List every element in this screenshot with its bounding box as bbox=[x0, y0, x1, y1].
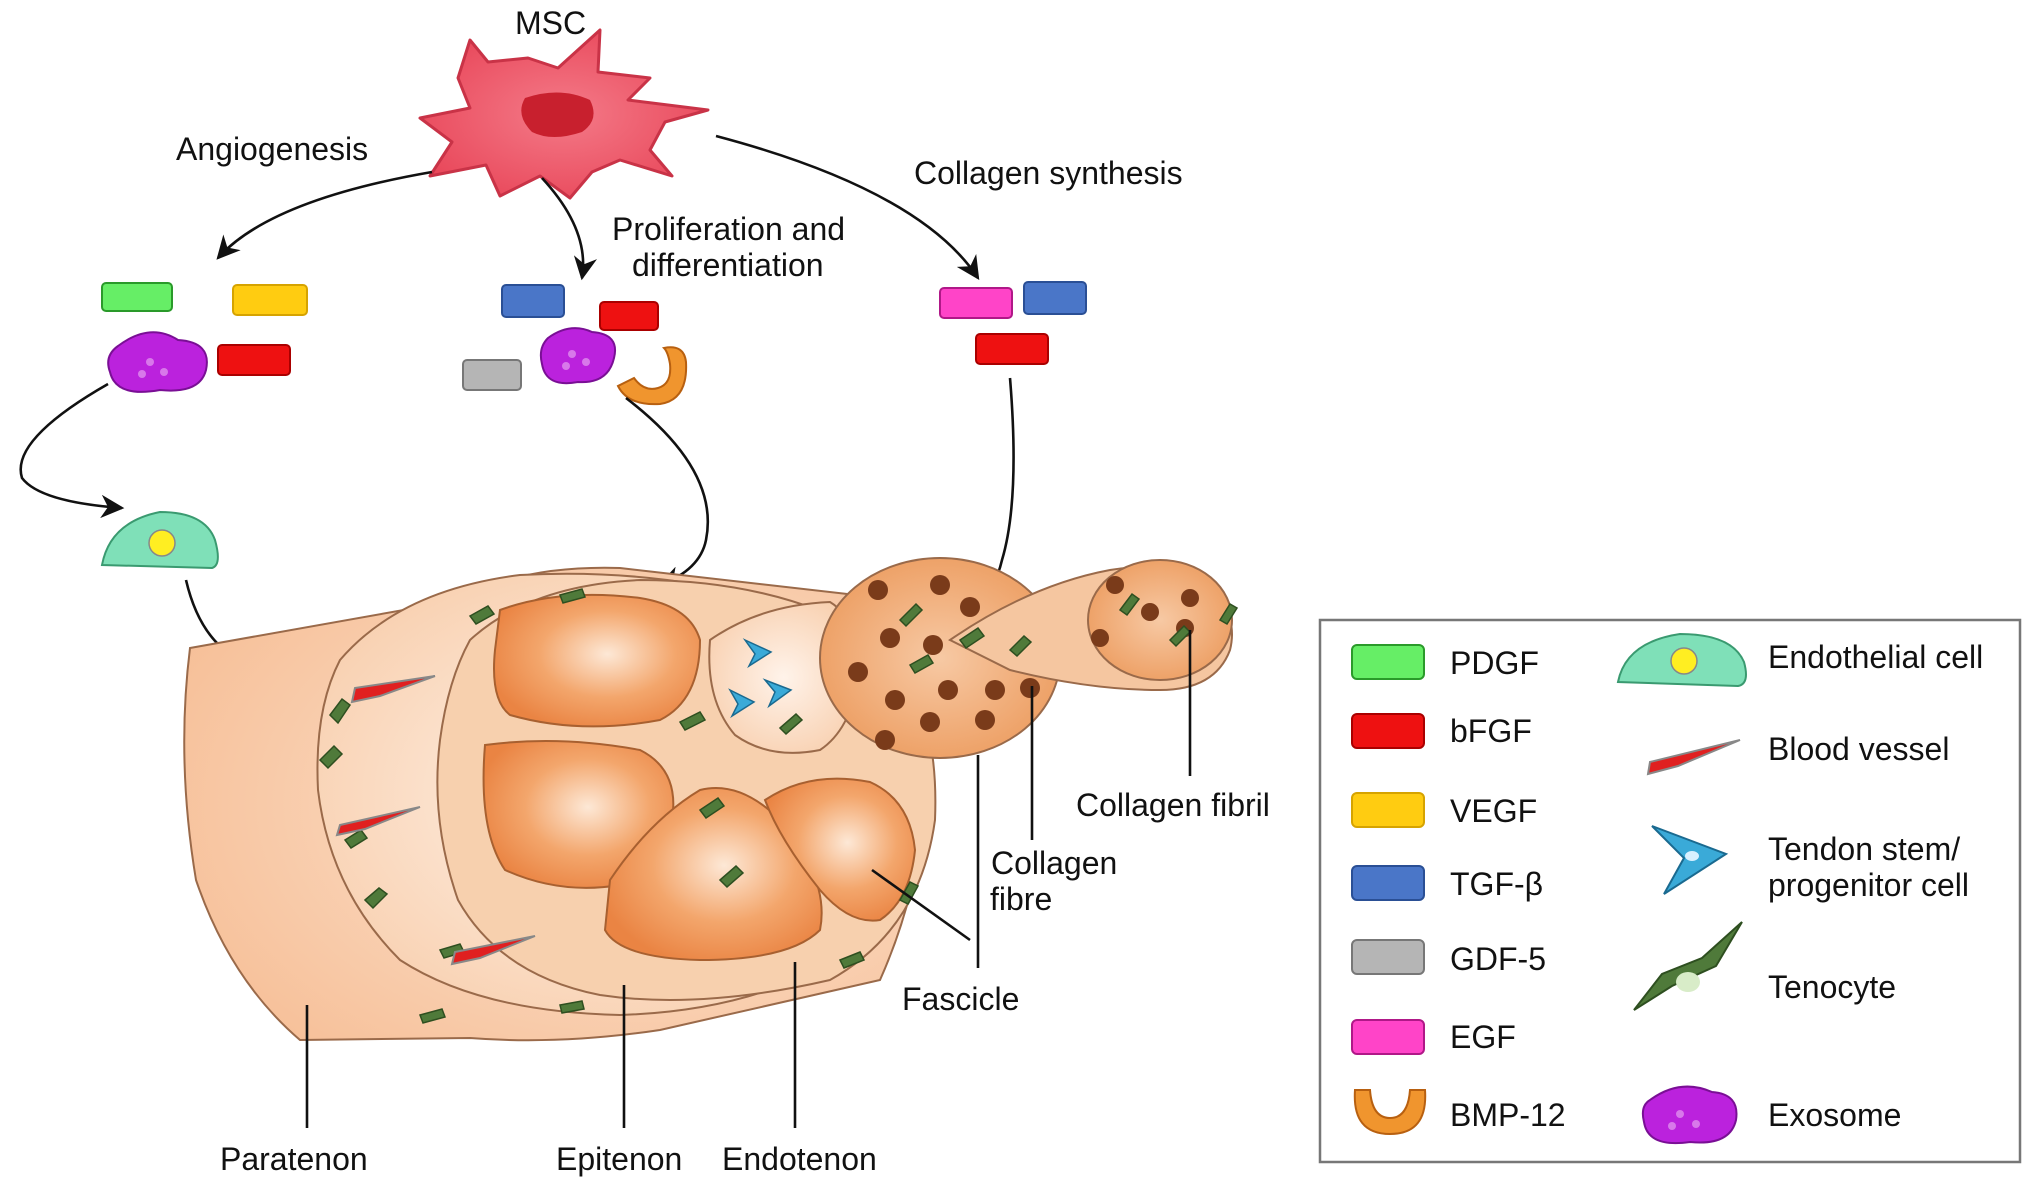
collagen-fibre-label-line2: fibre bbox=[990, 881, 1052, 917]
legend-egf-swatch bbox=[1351, 1019, 1425, 1055]
tgf-beta-icon bbox=[1023, 281, 1087, 315]
endothelial-cell bbox=[100, 510, 219, 570]
legend-egf-label: EGF bbox=[1450, 1019, 1516, 1055]
legend-tendon-stem-label-line2: progenitor cell bbox=[1768, 867, 1969, 903]
collagen-fibril-label: Collagen fibril bbox=[1076, 787, 1270, 823]
tenocyte-icon bbox=[1633, 921, 1743, 1011]
proliferation-label-line2: differentiation bbox=[632, 247, 824, 283]
paratenon-label: Paratenon bbox=[220, 1141, 368, 1177]
legend-tgf-beta-swatch bbox=[1351, 865, 1425, 901]
exosome-icon bbox=[539, 327, 616, 385]
legend-gdf5-label: GDF-5 bbox=[1450, 941, 1546, 977]
vegf-icon bbox=[232, 284, 308, 316]
msc-cell bbox=[418, 28, 710, 200]
fascicle-pointer-branch bbox=[871, 868, 971, 942]
exosome-icon bbox=[107, 331, 208, 393]
blood-vessel-icon bbox=[1646, 739, 1741, 776]
legend-pdgf-swatch bbox=[1351, 644, 1425, 680]
legend-exosome-label: Exosome bbox=[1768, 1097, 1901, 1133]
legend-bfgf-swatch bbox=[1351, 713, 1425, 749]
msc-label: MSC bbox=[515, 5, 586, 41]
bmp12-icon bbox=[616, 346, 688, 406]
tendon bbox=[183, 557, 1233, 1042]
bfgf-icon bbox=[975, 333, 1049, 365]
tenocytes bbox=[318, 588, 1239, 1024]
arrow-msc-to-proliferation bbox=[541, 177, 597, 281]
factor-group-angiogenesis bbox=[101, 282, 308, 393]
factor-group-collagen bbox=[939, 281, 1087, 365]
endotenon-label: Endotenon bbox=[722, 1141, 877, 1177]
endothelial-cell-icon bbox=[1616, 632, 1747, 688]
bfgf-icon bbox=[217, 344, 291, 376]
pdgf-icon bbox=[101, 282, 173, 312]
epitenon-label: Epitenon bbox=[556, 1141, 682, 1177]
egf-icon bbox=[939, 287, 1013, 319]
fascicle bbox=[493, 593, 702, 728]
tgf-beta-icon bbox=[501, 284, 565, 318]
legend-vegf-swatch bbox=[1351, 792, 1425, 828]
legend-vegf-label: VEGF bbox=[1450, 793, 1537, 829]
arrow-msc-to-collagen bbox=[715, 134, 980, 280]
legend-endothelial-label: Endothelial cell bbox=[1768, 639, 1983, 675]
collagen-fibril-end bbox=[1087, 559, 1233, 681]
angiogenesis-label: Angiogenesis bbox=[176, 131, 368, 167]
gdf5-icon bbox=[462, 359, 522, 391]
legend: PDGF bFGF VEGF TGF-β GDF-5 EGF BMP-12 En… bbox=[1318, 618, 2022, 1164]
arrow-to-endothelial bbox=[19, 382, 125, 519]
exosome-icon bbox=[1641, 1085, 1738, 1144]
legend-tendon-stem-label-line1: Tendon stem/ bbox=[1768, 831, 1960, 867]
proliferation-label-line1: Proliferation and bbox=[612, 211, 845, 247]
factor-group-proliferation bbox=[462, 284, 688, 406]
legend-bmp12-label: BMP-12 bbox=[1450, 1097, 1566, 1133]
arrow-msc-to-angiogenesis bbox=[216, 170, 433, 260]
fascicle-label: Fascicle bbox=[902, 981, 1019, 1017]
legend-bfgf-label: bFGF bbox=[1450, 713, 1532, 749]
legend-gdf5-swatch bbox=[1351, 939, 1425, 975]
blood-vessels bbox=[335, 675, 536, 966]
legend-tgf-beta-label: TGF-β bbox=[1450, 866, 1543, 902]
bfgf-icon bbox=[599, 301, 659, 331]
legend-pdgf-label: PDGF bbox=[1450, 645, 1539, 681]
legend-blood-vessel-label: Blood vessel bbox=[1768, 731, 1949, 767]
legend-tenocyte-label: Tenocyte bbox=[1768, 969, 1896, 1005]
legend-bmp12-swatch bbox=[1353, 1089, 1427, 1136]
collagen-fibre-label-line1: Collagen bbox=[991, 845, 1117, 881]
collagen-synthesis-label: Collagen synthesis bbox=[914, 155, 1183, 191]
tendon-stem-cell-icon bbox=[1651, 825, 1729, 895]
tendon-stem-cells bbox=[728, 638, 793, 719]
arrow-to-epitenon bbox=[625, 396, 710, 589]
